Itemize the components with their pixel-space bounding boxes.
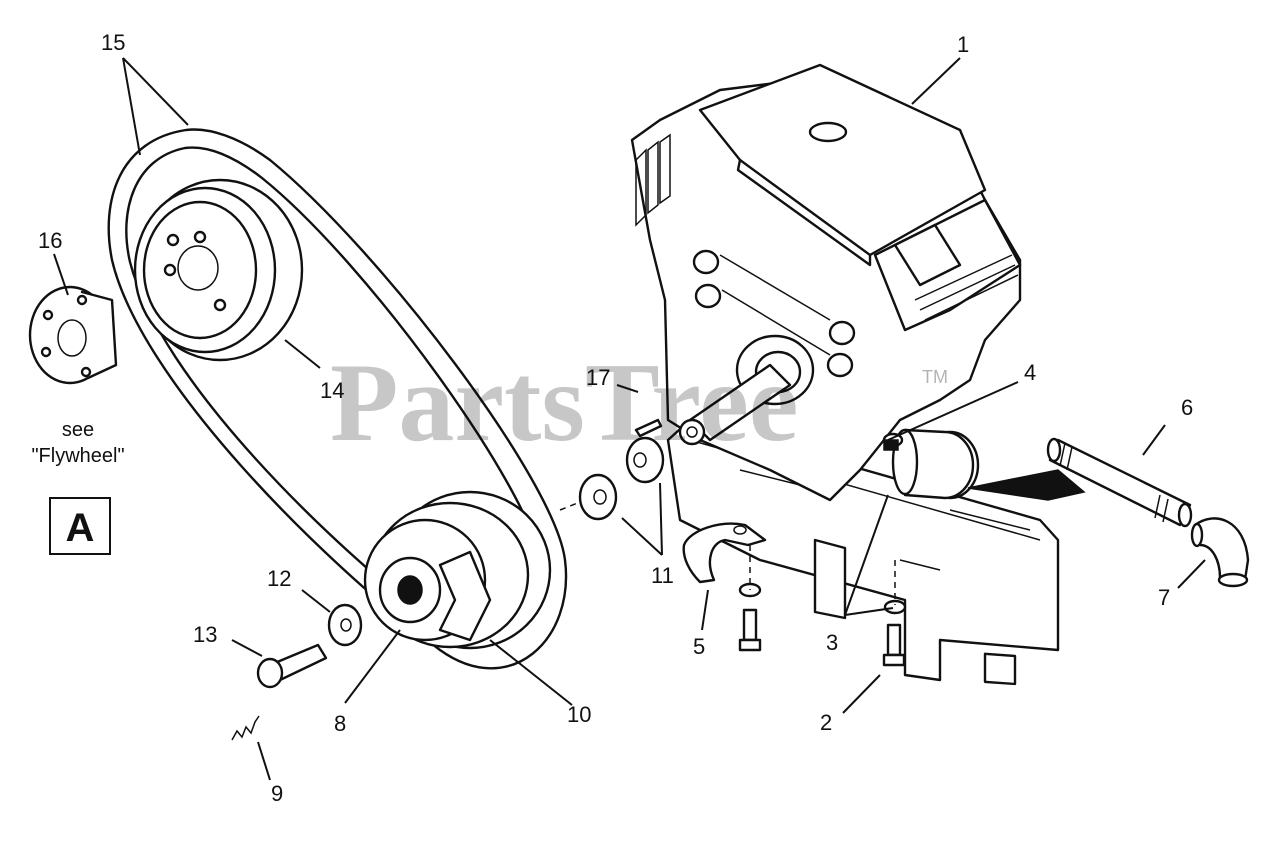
callout-6[interactable]: 6 bbox=[1181, 395, 1193, 420]
clutch-bolt[interactable] bbox=[256, 643, 328, 689]
callout-9[interactable]: 9 bbox=[271, 781, 283, 806]
callout-8[interactable]: 8 bbox=[334, 711, 346, 736]
assembly-guides bbox=[559, 501, 896, 605]
callout-14[interactable]: 14 bbox=[320, 378, 344, 403]
bracket-bolt[interactable] bbox=[738, 582, 762, 652]
spacer-washers[interactable] bbox=[578, 436, 665, 521]
trademark-mark: TM bbox=[922, 367, 948, 387]
callout-3[interactable]: 3 bbox=[826, 630, 838, 655]
callout-2[interactable]: 2 bbox=[820, 710, 832, 735]
leader-lines bbox=[53, 57, 1206, 781]
bolt-washer[interactable] bbox=[327, 603, 363, 647]
callout-1[interactable]: 1 bbox=[957, 32, 969, 57]
engine-mount-bolt[interactable] bbox=[882, 623, 906, 667]
callout-17[interactable]: 17 bbox=[586, 365, 610, 390]
callout-13[interactable]: 13 bbox=[193, 622, 217, 647]
watermark: PartsTree bbox=[330, 341, 799, 465]
callout-10[interactable]: 10 bbox=[567, 702, 591, 727]
tension-spring[interactable] bbox=[231, 715, 260, 741]
section-letter: A bbox=[66, 506, 95, 550]
note-see: see bbox=[62, 419, 94, 441]
exhaust-pipe[interactable] bbox=[1046, 437, 1193, 528]
callout-12[interactable]: 12 bbox=[267, 566, 291, 591]
flywheel-hub[interactable] bbox=[28, 285, 118, 385]
callout-11[interactable]: 11 bbox=[651, 563, 674, 588]
shaft-key[interactable] bbox=[634, 418, 663, 438]
engine-pulley[interactable] bbox=[133, 178, 304, 362]
note-flywheel-ref[interactable]: "Flywheel" bbox=[31, 445, 124, 467]
callout-4[interactable]: 4 bbox=[1024, 360, 1036, 385]
engine[interactable] bbox=[630, 63, 1086, 686]
callout-7[interactable]: 7 bbox=[1158, 585, 1170, 610]
mounting-bracket[interactable] bbox=[682, 522, 767, 584]
mount-nut[interactable] bbox=[883, 439, 899, 451]
callout-5[interactable]: 5 bbox=[693, 634, 705, 659]
pipe-elbow[interactable] bbox=[1190, 517, 1250, 588]
clutch-assembly[interactable] bbox=[363, 490, 552, 650]
callout-16[interactable]: 16 bbox=[38, 228, 62, 253]
section-box: A bbox=[49, 497, 111, 555]
callout-15[interactable]: 15 bbox=[101, 30, 125, 55]
